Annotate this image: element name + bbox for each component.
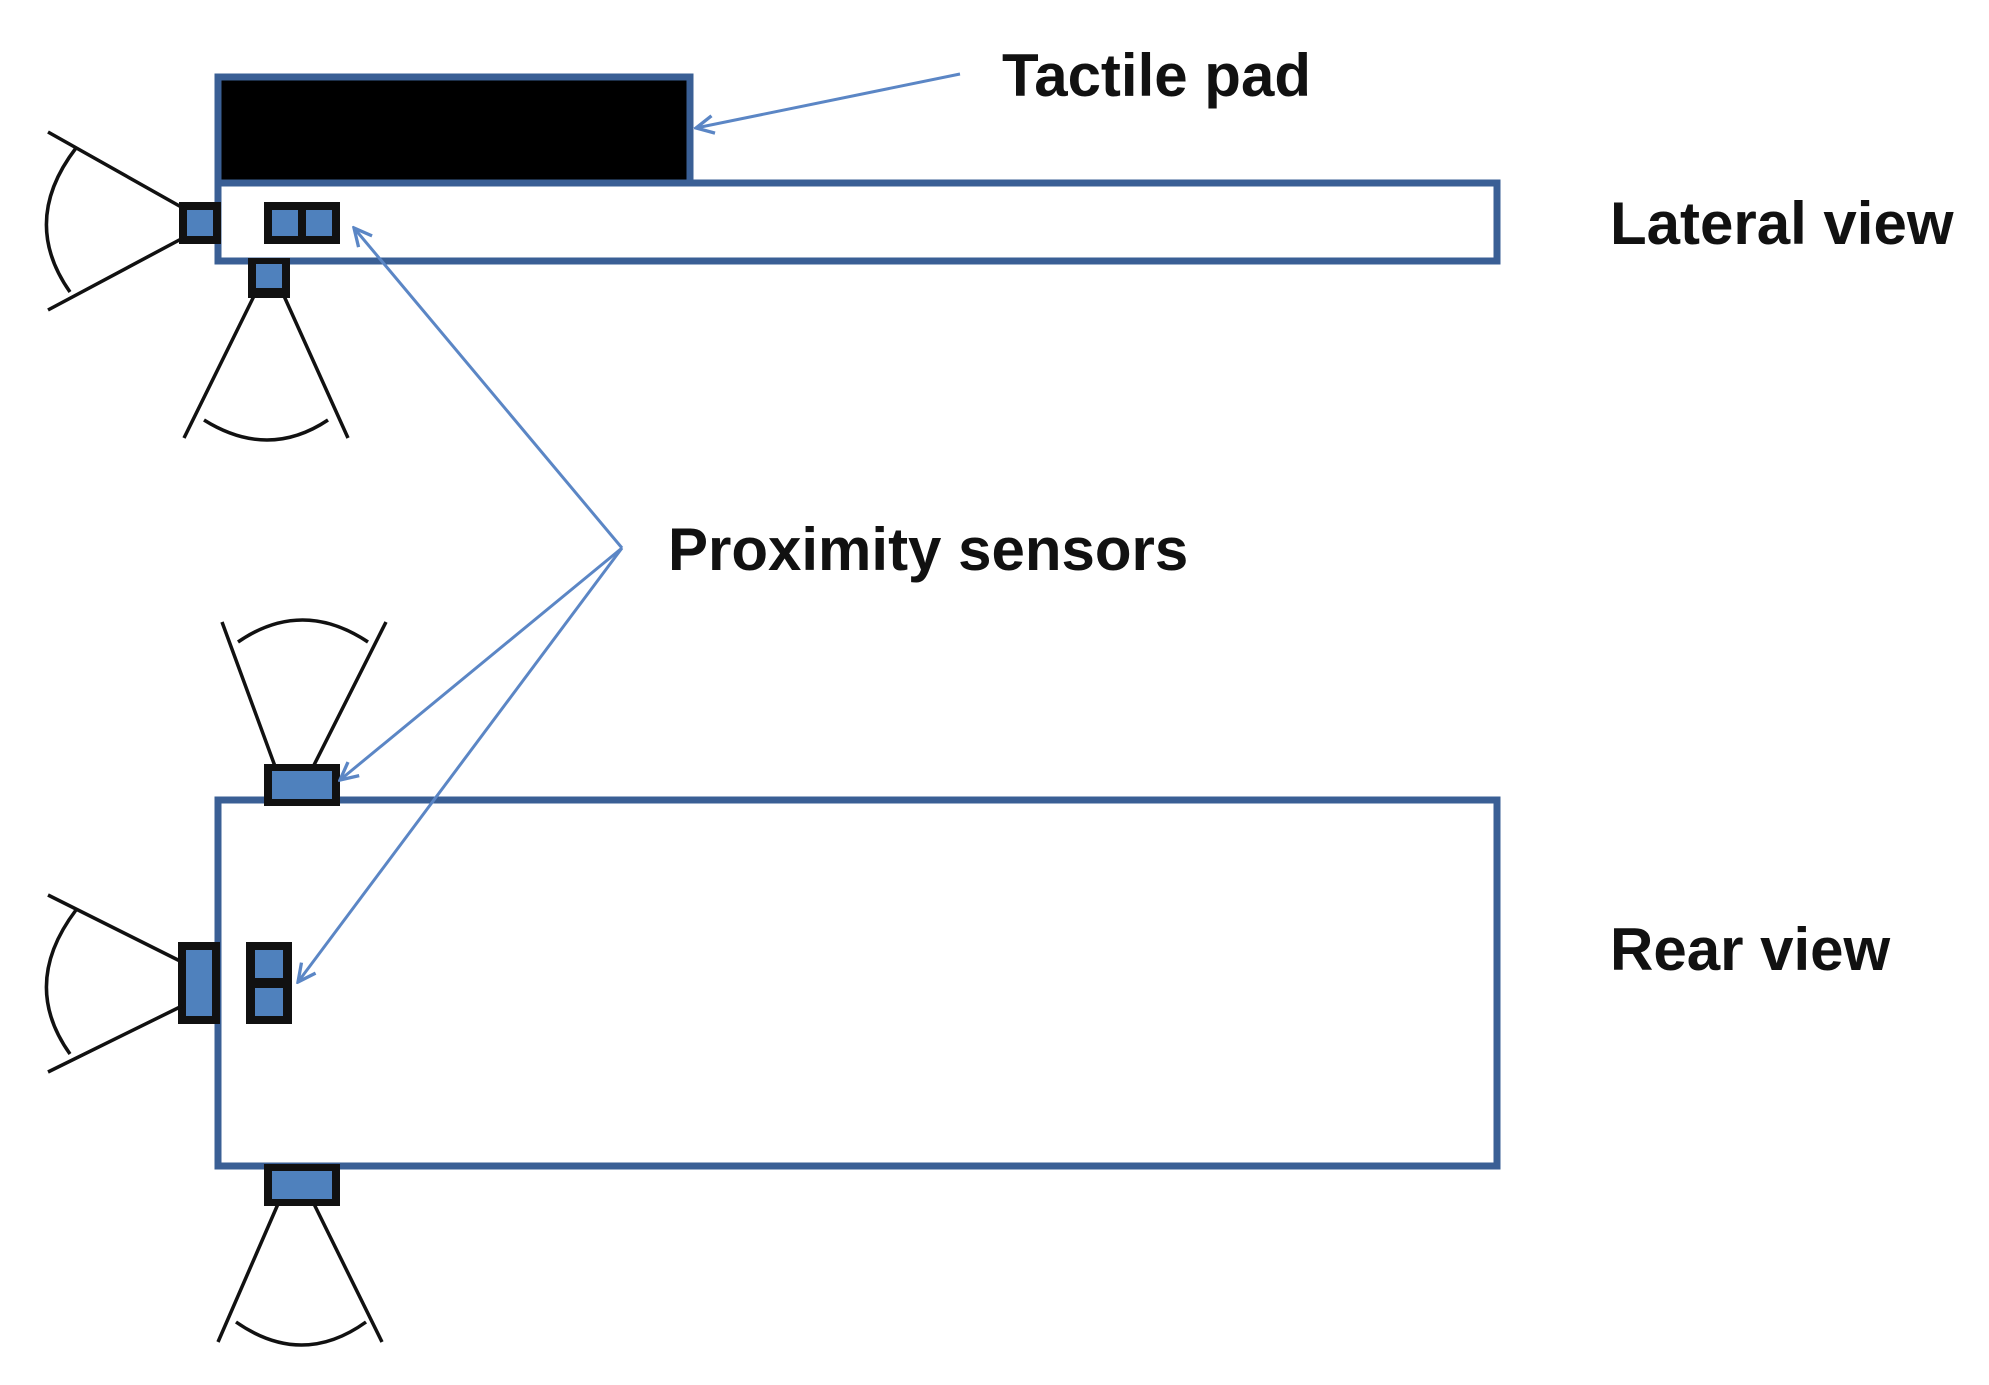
pointer-arrows (298, 72, 961, 982)
tactile-pad-label: Tactile pad (1002, 42, 1311, 109)
tactile-pad-arrow (696, 72, 961, 128)
rear-side-sensor (178, 942, 220, 1024)
lateral-bottom-sensor-fov (182, 295, 350, 442)
rear-side-sensor-fov (44, 893, 183, 1074)
rear-body (214, 796, 1501, 1170)
proximity-arrow-rear-top (340, 546, 623, 780)
lateral-bottom-sensor (248, 258, 290, 298)
tactile-pad (214, 73, 694, 187)
rear-top-sensor-fov (220, 618, 388, 770)
rear-inner-sensor-pair (246, 942, 292, 1024)
lateral-side-sensor-fov (44, 130, 184, 312)
rear-bottom-sensor (264, 1164, 340, 1206)
proximity-arrow-rear-inner (298, 547, 624, 982)
lateral-view (44, 73, 1501, 442)
rear-view (44, 618, 1501, 1347)
rear-top-sensor (264, 764, 340, 806)
rear-view-label: Rear view (1610, 916, 1890, 983)
lateral-view-label: Lateral view (1610, 190, 1954, 257)
proximity-arrow-lateral (354, 228, 624, 549)
proximity-sensors-label: Proximity sensors (668, 516, 1188, 583)
lateral-top-sensor-pair (264, 202, 340, 244)
lateral-side-sensor (179, 202, 221, 244)
rear-bottom-sensor-fov (216, 1203, 384, 1347)
lateral-body (214, 179, 1501, 265)
